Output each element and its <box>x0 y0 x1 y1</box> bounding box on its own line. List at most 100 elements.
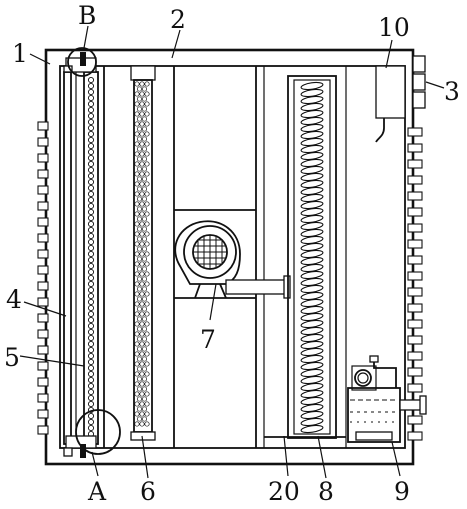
mesh-cell <box>134 341 140 347</box>
mesh-cell <box>144 151 150 157</box>
mesh-cell <box>136 266 143 272</box>
mesh-cell <box>144 181 150 187</box>
mesh-cell <box>141 106 148 112</box>
bead <box>87 316 95 324</box>
mesh-cell <box>134 81 140 87</box>
vent-fin <box>37 297 49 307</box>
vent-fin <box>407 207 423 217</box>
label-9: 9 <box>394 477 410 506</box>
mesh-cell <box>141 196 148 202</box>
vent-fin <box>407 287 423 297</box>
fan-stand <box>194 283 227 299</box>
mesh-cell <box>144 241 150 247</box>
vent-fin <box>37 185 49 195</box>
mesh-cell <box>144 391 150 397</box>
mesh-cell <box>139 251 145 257</box>
mesh-cell <box>141 316 148 322</box>
mesh-cell <box>144 201 150 207</box>
vent-fin <box>407 127 423 137</box>
mesh-cell <box>141 346 148 352</box>
mesh-cell <box>136 416 143 422</box>
top-clamp-block <box>80 52 86 66</box>
mesh-cell <box>136 326 143 332</box>
mesh-cell <box>144 411 150 417</box>
mesh-cell <box>136 176 143 182</box>
mesh-cell <box>134 281 140 287</box>
pump-casing <box>354 369 372 387</box>
vent-fin <box>37 377 49 387</box>
mesh-cell <box>134 261 140 267</box>
vent-fin <box>407 159 423 169</box>
mesh-cell <box>139 421 145 427</box>
mesh-cell <box>136 166 143 172</box>
vent-fin <box>407 255 423 265</box>
mesh-cell <box>144 171 150 177</box>
mesh-cell <box>136 316 143 322</box>
mesh-cell <box>134 251 140 257</box>
mesh-cell <box>141 396 148 402</box>
mesh-cell <box>144 111 150 117</box>
mesh-cell <box>139 211 145 217</box>
side-terminal <box>412 73 426 91</box>
bead <box>87 304 95 312</box>
mesh-cell <box>134 121 140 127</box>
vent-fin <box>37 281 49 291</box>
bead-column <box>87 76 95 438</box>
label-1: 1 <box>12 39 28 68</box>
label-2: 2 <box>170 5 186 34</box>
bead <box>87 280 95 288</box>
mesh-cell <box>141 406 148 412</box>
detail-circle-a <box>75 409 121 455</box>
mesh-cell <box>144 101 150 107</box>
mesh-cell <box>134 311 140 317</box>
component-box <box>375 65 406 119</box>
label-20: 20 <box>268 477 300 506</box>
vent-fin <box>407 335 423 345</box>
mesh-cell <box>139 311 145 317</box>
side-terminal <box>412 55 426 73</box>
bead <box>87 214 95 222</box>
mesh-cell <box>139 221 145 227</box>
mesh-cell <box>141 296 148 302</box>
mesh-cell <box>144 231 150 237</box>
water-surface <box>350 399 398 423</box>
duct-flange <box>283 275 291 299</box>
mesh-cell <box>134 161 140 167</box>
mesh-cell <box>139 351 145 357</box>
mesh-cell <box>134 381 140 387</box>
mesh-cell <box>136 146 143 152</box>
bead <box>87 88 95 96</box>
bead <box>87 346 95 354</box>
mesh-cell <box>139 281 145 287</box>
mesh-cell <box>141 266 148 272</box>
label-8: 8 <box>318 477 334 506</box>
mesh-cell <box>134 101 140 107</box>
vent-fin <box>407 239 423 249</box>
leader-line-9 <box>391 441 401 477</box>
bead <box>87 358 95 366</box>
mesh-cell <box>134 371 140 377</box>
mesh-cell <box>144 121 150 127</box>
mesh-cell <box>141 286 148 292</box>
vent-fin <box>37 153 49 163</box>
mesh-cell <box>139 371 145 377</box>
mesh-cell <box>136 396 143 402</box>
mesh-cell <box>136 356 143 362</box>
mesh-cell <box>136 296 143 302</box>
mesh-cell <box>141 326 148 332</box>
mesh-cell <box>144 81 150 87</box>
detail-circle-b <box>67 47 97 77</box>
mesh-cell <box>141 136 148 142</box>
mesh-cell <box>141 116 148 122</box>
outer-housing <box>44 48 415 466</box>
bead <box>87 256 95 264</box>
right-vent-fins <box>407 127 423 441</box>
inner-frame <box>59 65 406 449</box>
label-3: 3 <box>444 77 460 106</box>
bead <box>87 298 95 306</box>
bead <box>87 286 95 294</box>
mesh-cell <box>136 256 143 262</box>
mesh-cell <box>139 181 145 187</box>
label-b: B <box>78 1 96 30</box>
mesh-cell <box>139 131 145 137</box>
